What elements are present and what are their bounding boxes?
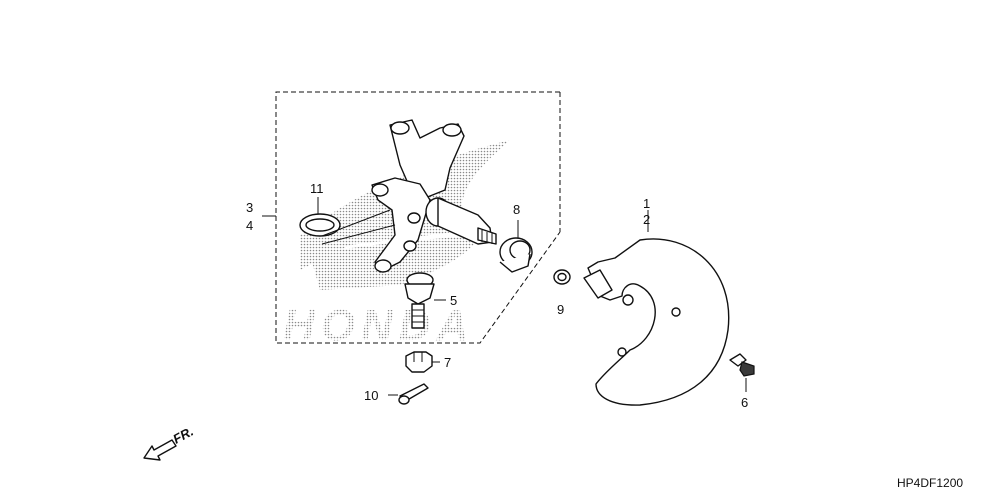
ring-part (553, 269, 571, 285)
ball-joint-part (404, 272, 446, 329)
callout-7: 7 (444, 355, 451, 370)
callout-10: 10 (364, 388, 378, 403)
steering-knuckle-part (321, 119, 497, 273)
callout-6: 6 (741, 395, 748, 410)
callout-1: 1 (643, 196, 650, 211)
callout-2: 2 (643, 212, 650, 227)
callout-4: 4 (246, 218, 253, 233)
castle-nut-part (405, 351, 440, 373)
disc-cover-part (583, 210, 730, 406)
callout-5: 5 (450, 293, 457, 308)
front-direction-indicator: FR. (143, 424, 196, 461)
callout-3: 3 (246, 200, 253, 215)
band-clip-part (299, 197, 341, 237)
callout-8: 8 (513, 202, 520, 217)
diagram-code: HP4DF1200 (897, 476, 963, 490)
cotter-pin-part (388, 383, 429, 405)
honda-watermark-text: HONDA (283, 301, 474, 350)
callout-11: 11 (310, 181, 324, 196)
callout-9: 9 (557, 302, 564, 317)
front-arrow-icon (143, 439, 177, 461)
bolt-part (729, 353, 755, 392)
assembly-bracket (262, 91, 561, 344)
seal-part (499, 220, 533, 273)
